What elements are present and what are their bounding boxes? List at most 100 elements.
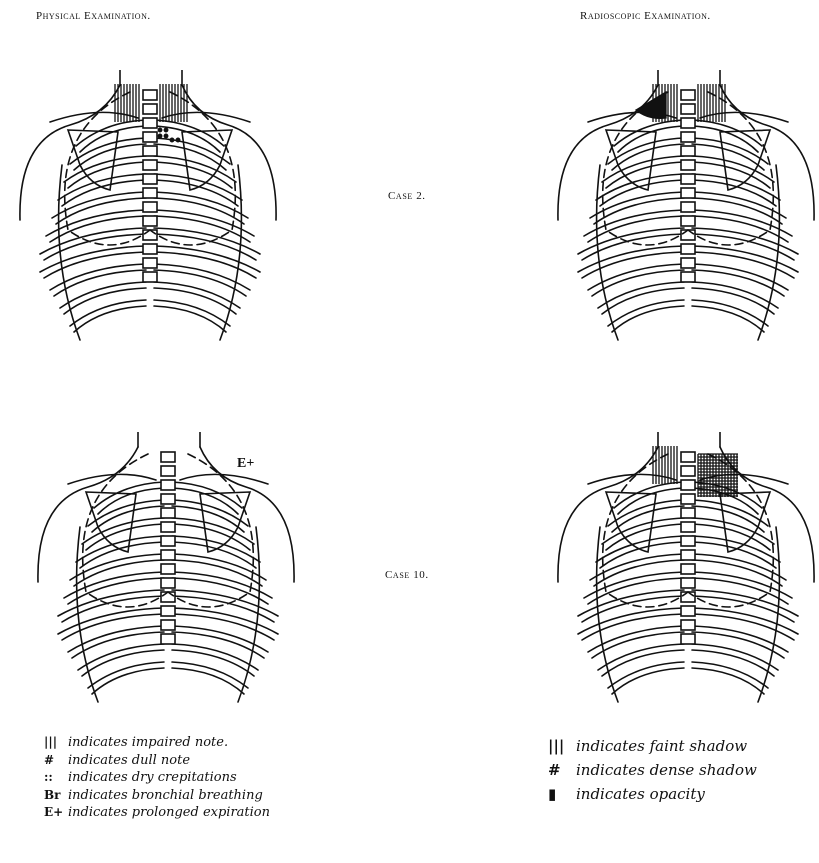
- rib-right-inner: [692, 306, 764, 332]
- vertebra: [681, 634, 695, 644]
- vertebra: [681, 244, 695, 254]
- vertebra: [143, 244, 157, 254]
- vertebra: [161, 508, 175, 518]
- vertebra: [143, 90, 157, 100]
- flank-right: [758, 527, 779, 702]
- legend-row: # indicates dull note: [44, 752, 270, 770]
- flank-left: [59, 165, 80, 340]
- e-plus-annotation: E+: [237, 456, 254, 472]
- chest-diagram-case10-radioscopic: [548, 432, 819, 712]
- vertebra: [143, 146, 157, 156]
- vertebra: [681, 606, 695, 616]
- rib-left-inner: [612, 306, 684, 332]
- vertebra: [681, 536, 695, 546]
- flank-left: [77, 527, 98, 702]
- legend-row: ▮ indicates opacity: [548, 782, 757, 806]
- legend-text: indicates prolonged expiration: [68, 804, 270, 822]
- cross-hatch-icon: #: [44, 752, 66, 770]
- chest-drawing: [558, 70, 814, 340]
- vertebra: [681, 104, 695, 114]
- vertebra: [161, 452, 175, 462]
- legend-text: indicates dense shadow: [576, 758, 757, 782]
- heading-physical-examination: Physical Examination.: [36, 10, 151, 22]
- crepitation-dot: [158, 128, 162, 132]
- vertebra: [143, 188, 157, 198]
- crepitation-dot: [164, 134, 168, 138]
- vertebra: [681, 132, 695, 142]
- legend-text: indicates bronchial breathing: [68, 787, 263, 805]
- vertebra: [681, 522, 695, 532]
- vertebra: [161, 578, 175, 588]
- legend-text: indicates opacity: [576, 782, 705, 806]
- flank-left: [597, 527, 618, 702]
- legend-text: indicates impaired note.: [68, 734, 228, 752]
- flank-right: [220, 165, 241, 340]
- legend-text: indicates faint shadow: [576, 734, 747, 758]
- chest-diagram-case2-physical: [10, 70, 290, 350]
- rib-left-inner: [74, 306, 146, 332]
- chest-drawing: [20, 70, 276, 340]
- vertebra: [143, 160, 157, 170]
- legend-row: Br indicates bronchial breathing: [44, 787, 270, 805]
- chest-diagram-case10-physical: [28, 432, 308, 712]
- flank-right: [758, 165, 779, 340]
- vertebra: [161, 564, 175, 574]
- crepitation-dot: [176, 138, 180, 142]
- rib-right-inner: [692, 668, 764, 694]
- vertebra: [143, 104, 157, 114]
- vertebra: [161, 550, 175, 560]
- flank-left: [597, 165, 618, 340]
- vertebra: [681, 272, 695, 282]
- vertebra: [143, 118, 157, 128]
- vertebra: [681, 230, 695, 240]
- vertebra: [681, 258, 695, 268]
- vertebra: [681, 578, 695, 588]
- legend-row: :: indicates dry crepitations: [44, 769, 270, 787]
- vertebra: [681, 452, 695, 462]
- vertebra: [161, 592, 175, 602]
- crepitation-dot: [164, 128, 168, 132]
- vertebra: [681, 202, 695, 212]
- vertebra: [681, 466, 695, 476]
- heading-radioscopic-examination: Radioscopic Examination.: [580, 10, 711, 22]
- legend-physical: ||| indicates impaired note. # indicates…: [44, 734, 270, 822]
- br-symbol-icon: Br: [44, 787, 66, 805]
- vertebra: [681, 494, 695, 504]
- vertebra: [143, 132, 157, 142]
- legend-text: indicates dull note: [68, 752, 190, 770]
- case-10-label: Case 10.: [385, 569, 429, 581]
- rib-left-inner: [612, 668, 684, 694]
- vertebra: [143, 202, 157, 212]
- vertebra: [681, 90, 695, 100]
- vertebra: [143, 272, 157, 282]
- vertebra: [681, 174, 695, 184]
- vertical-hatch-icon: |||: [548, 734, 574, 758]
- vertebra: [681, 508, 695, 518]
- e-plus-symbol-icon: E+: [44, 804, 66, 822]
- vertebra: [143, 216, 157, 226]
- vertebra: [681, 118, 695, 128]
- vertical-hatch-icon: |||: [44, 734, 66, 752]
- rib-left-inner: [92, 668, 164, 694]
- legend-row: E+ indicates prolonged expiration: [44, 804, 270, 822]
- crepitation-dot: [158, 134, 162, 138]
- cross-hatch-icon: #: [548, 758, 574, 782]
- vertebra: [143, 258, 157, 268]
- solid-block-icon: ▮: [548, 782, 574, 806]
- vertebra: [681, 188, 695, 198]
- vertebra: [161, 466, 175, 476]
- case-2-label: Case 2.: [388, 190, 426, 202]
- rib-right-inner: [154, 306, 226, 332]
- vertebra: [681, 564, 695, 574]
- vertebra: [681, 592, 695, 602]
- dots-icon: ::: [44, 769, 66, 787]
- legend-radioscopic: ||| indicates faint shadow # indicates d…: [548, 734, 757, 806]
- vertebra: [161, 606, 175, 616]
- chest-drawing: [38, 432, 294, 702]
- flank-right: [238, 527, 259, 702]
- vertebra: [143, 174, 157, 184]
- legend-row: ||| indicates faint shadow: [548, 734, 757, 758]
- vertebra: [161, 522, 175, 532]
- vertebra: [681, 550, 695, 560]
- vertebra: [681, 146, 695, 156]
